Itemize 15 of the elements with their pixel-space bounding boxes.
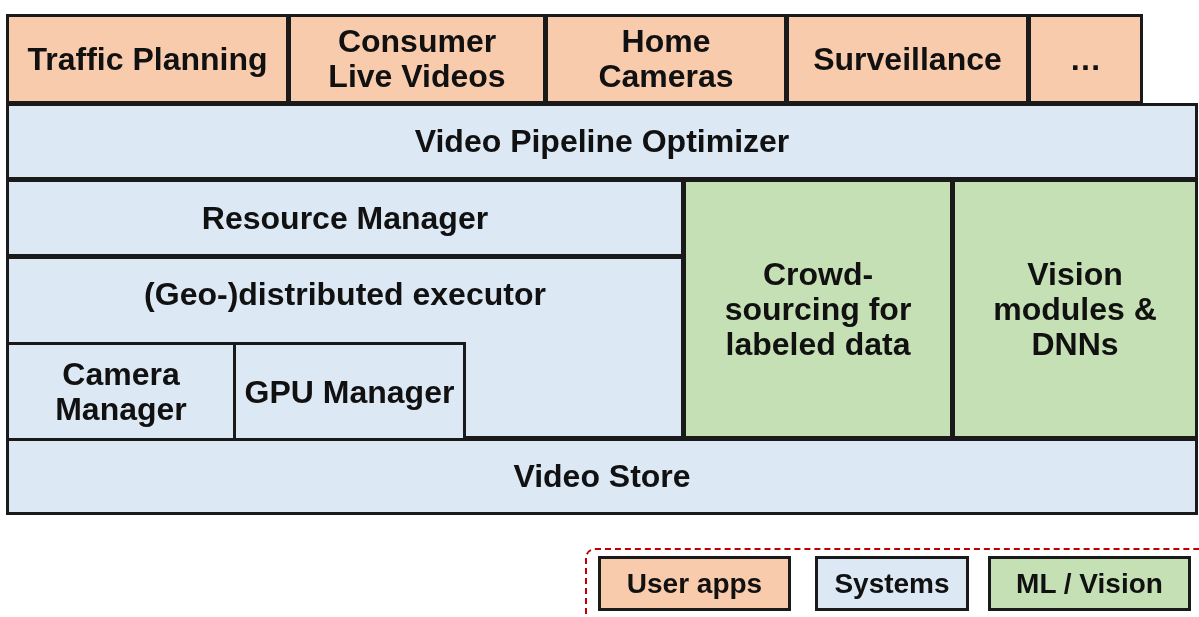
ml-box: Crowd-sourcing for labeled data <box>683 179 953 439</box>
system-box: Video Pipeline Optimizer <box>6 103 1198 180</box>
app-box: Surveillance <box>786 14 1029 104</box>
app-box: Consumer Live Videos <box>288 14 546 104</box>
system-box: Video Store <box>6 438 1198 515</box>
app-box: Traffic Planning <box>6 14 289 104</box>
system-panel <box>6 256 684 439</box>
layer-label: (Geo-)distributed executor <box>144 277 546 312</box>
legend-key: ML / Vision <box>988 556 1191 611</box>
system-box: Resource Manager <box>6 179 684 257</box>
app-box: … <box>1028 14 1143 104</box>
legend-key: Systems <box>815 556 969 611</box>
legend-key: User apps <box>598 556 791 611</box>
app-box: Home Cameras <box>545 14 787 104</box>
ml-box: Vision modules & DNNs <box>952 179 1198 439</box>
